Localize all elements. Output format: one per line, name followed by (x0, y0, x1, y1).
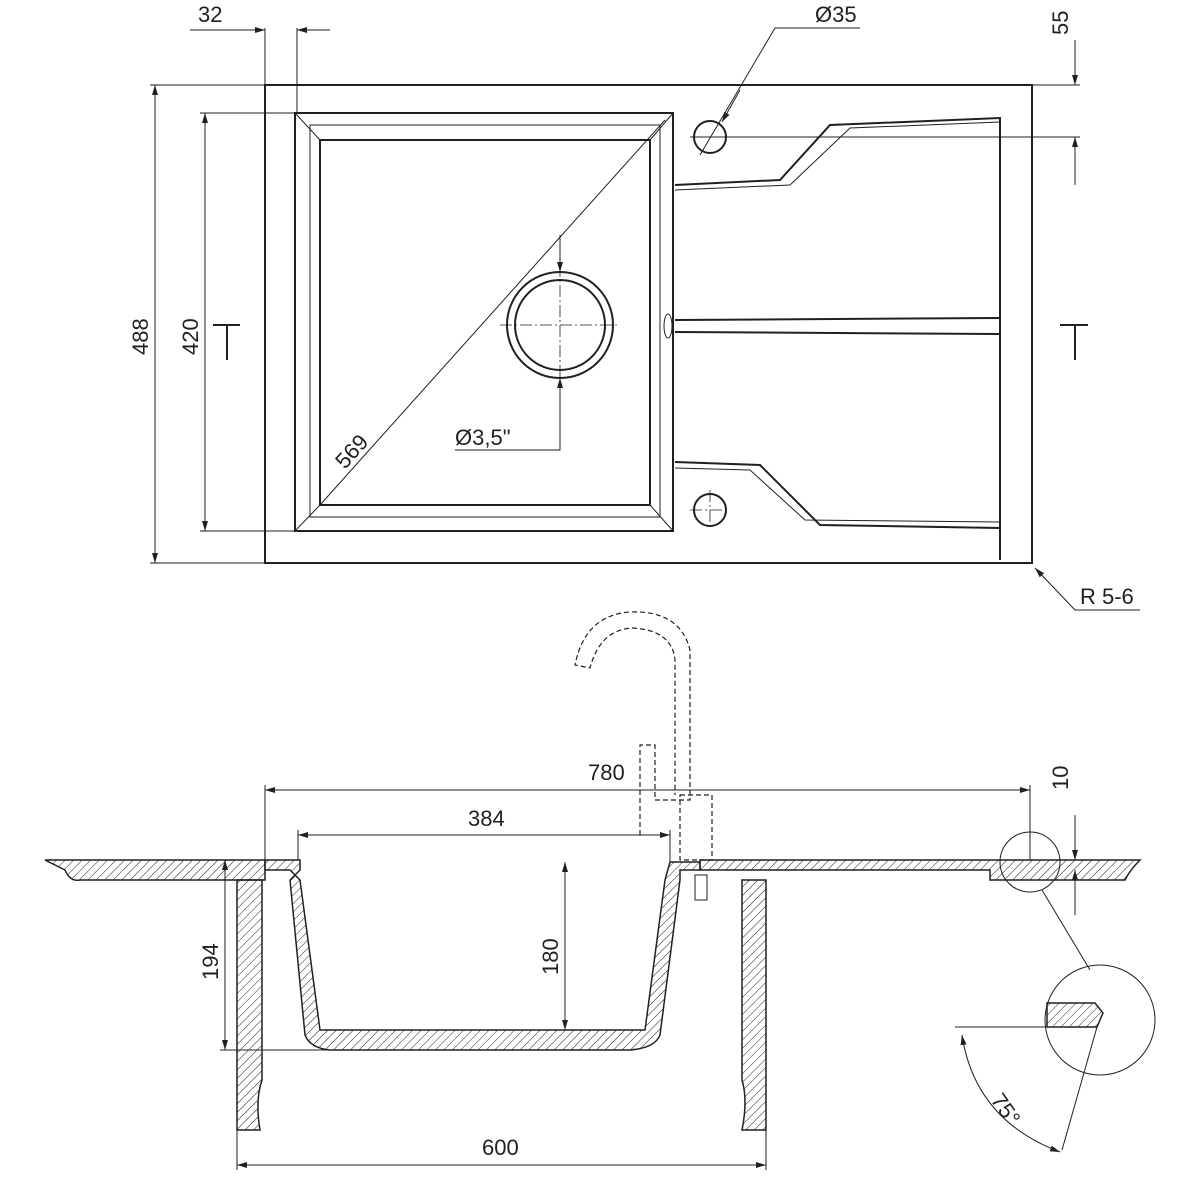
dim-bowl-height: 180 (538, 938, 563, 975)
cabinet-wall-right (741, 879, 767, 1131)
dim-bowl-diagonal: 569 (330, 429, 373, 473)
dim-tap-hole-offset: 55 (1048, 11, 1073, 35)
drainboard (674, 116, 1001, 560)
countertop-right (699, 859, 1142, 881)
dim-top-offset: 32 (198, 2, 222, 27)
dim-edge-angle: 75° (986, 1089, 1026, 1131)
bowl-outer (294, 112, 674, 532)
bolt (694, 874, 708, 901)
dim-tap-hole-diameter: Ø35 (815, 2, 857, 27)
dim-drain-diameter: Ø3,5" (455, 425, 511, 450)
dim-total-width: 780 (588, 760, 625, 785)
faucet-outline (574, 611, 691, 835)
dim-total-height: 194 (198, 943, 223, 980)
dim-rim-thickness: 10 (1048, 766, 1073, 790)
section-view (44, 611, 1156, 1170)
detail-marker (999, 831, 1061, 893)
top-view (150, 27, 1140, 611)
diagonal-dimension-line (319, 119, 666, 506)
detail-circle (1044, 964, 1156, 1076)
dim-bowl-depth: 420 (178, 318, 203, 355)
countertop-left (44, 859, 266, 882)
dim-min-cabinet: 600 (482, 1135, 519, 1160)
dim-bowl-width: 384 (468, 806, 505, 831)
dim-corner-radius: R 5-6 (1080, 584, 1134, 609)
sink-outline (264, 84, 1033, 564)
cabinet-wall-left (236, 879, 263, 1131)
dim-total-depth: 488 (128, 318, 153, 355)
bowl-inner (319, 139, 651, 506)
sink-body-section (264, 859, 701, 1051)
